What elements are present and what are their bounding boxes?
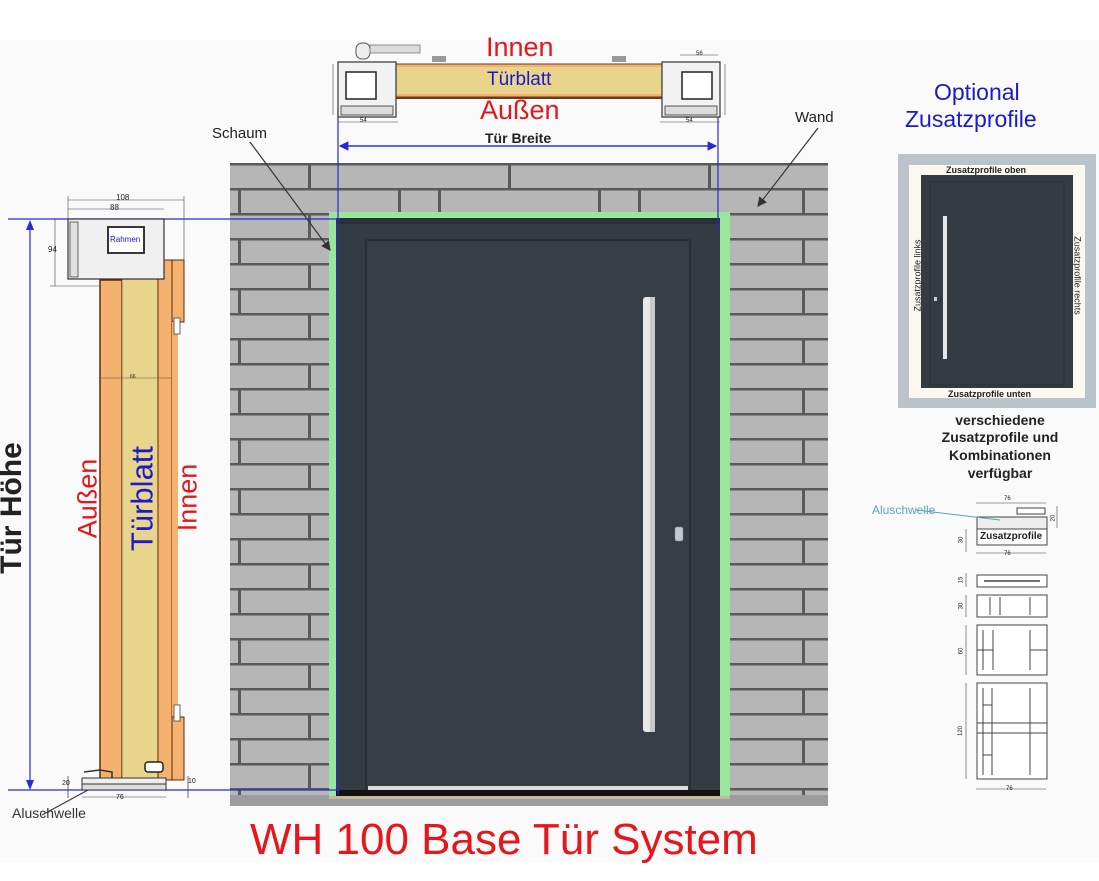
optional-heading-line1: Optional [934, 79, 1020, 105]
profile-bottom-label: Zusatzprofile unten [948, 389, 1031, 399]
side-cross-section [41, 196, 189, 816]
side-dim-leaf-thickness: 66 [130, 374, 136, 380]
side-dim-sill-height: 20 [62, 780, 70, 787]
dimension-lines [8, 108, 719, 795]
optional-profile-box-label: Zusatzprofile [980, 531, 1043, 542]
profile-right-label: Zusatzprofile rechts [1072, 236, 1083, 315]
profile-dim-1: 20 [1050, 514, 1057, 522]
side-dim-frame-height: 94 [48, 245, 57, 254]
profile-top-label: Zusatzprofile oben [946, 165, 1027, 175]
foam-pointer [249, 141, 331, 251]
profile-dim-3: 76 [1004, 551, 1011, 557]
top-cross-section [332, 42, 726, 123]
note-line4: verfügbar [967, 465, 1033, 481]
profile-dim-8: 76 [1006, 786, 1013, 792]
foam-label: Schaum [212, 125, 268, 142]
profile-dim-7: 120 [958, 725, 965, 737]
door-assembly [329, 212, 730, 799]
top-label-leaf: Türblatt [487, 69, 552, 90]
note-line3: Kombinationen [949, 447, 1051, 463]
side-label-outside: Außen [72, 458, 103, 539]
profile-dim-2: 30 [958, 536, 965, 544]
side-sill-label: Aluschwelle [12, 805, 86, 821]
door-width-label: Tür Breite [485, 130, 552, 146]
side-label-leaf: Türblatt [124, 445, 160, 552]
optional-heading-line2: Zusatzprofile [905, 106, 1037, 132]
profile-left-label: Zusatzprofile links [912, 239, 923, 312]
profile-dim-5: 30 [958, 602, 965, 610]
note-line2: Zusatzprofile und [941, 429, 1059, 445]
side-label-inside: Innen [172, 463, 203, 532]
profile-drawings [915, 502, 1058, 790]
top-dim-left-frame: 54 [360, 118, 367, 124]
optional-profile-illustration [898, 154, 1096, 408]
door-height-label: Tür Höhe [0, 442, 28, 574]
page-title: WH 100 Base Tür System [250, 815, 758, 864]
profile-dim-6: 60 [958, 647, 965, 655]
optional-sill-label: Aluschwelle [872, 503, 936, 517]
side-dim-frame-width: 88 [110, 203, 119, 212]
frame-label: Rahmen [110, 235, 141, 244]
top-label-inside: Innen [486, 32, 554, 62]
top-dim-right: 56 [696, 51, 703, 57]
top-dim-right-frame: 54 [686, 118, 693, 124]
top-label-outside: Außen [480, 95, 560, 125]
note-line1: verschiedene [955, 412, 1045, 428]
side-dim-sill-gap: 10 [188, 778, 196, 785]
side-dim-sill-width: 76 [116, 794, 124, 801]
profile-dim-0: 76 [1004, 496, 1011, 502]
wall-pointer [757, 127, 819, 207]
wall-label: Wand [795, 109, 834, 126]
profile-dim-4: 15 [958, 576, 965, 584]
side-dim-total-width: 108 [116, 193, 130, 202]
